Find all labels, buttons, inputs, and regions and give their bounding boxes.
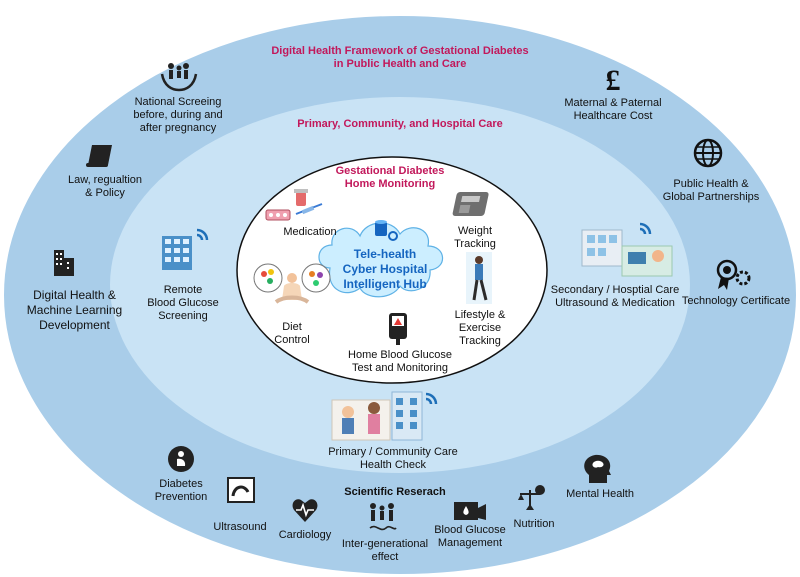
label-law-policy: Law, regualtion & Policy <box>68 174 142 199</box>
pound-icon: £ <box>606 64 621 97</box>
brain-head-icon <box>584 454 611 483</box>
label-lifestyle-exercise: Lifestyle & Exercise Tracking <box>454 309 506 347</box>
certificate-gear-icon <box>716 259 751 290</box>
label-intergenerational: Inter-generational effect <box>341 538 429 563</box>
remote-hospital-wifi-icon <box>162 228 209 270</box>
middle-title: Primary, Community, and Hospital Care <box>297 118 503 130</box>
label-secondary-care: Secondary / Hosptial Care Ultrasound & M… <box>550 284 680 309</box>
label-weight-tracking: Weight Tracking <box>454 225 496 250</box>
label-cardiology: Cardiology <box>278 529 332 541</box>
outer-title: Digital Health Framework of Gestational … <box>271 45 529 70</box>
blood-drop-icon <box>454 502 486 520</box>
scale-apple-icon <box>518 485 545 510</box>
globe-icon <box>693 138 723 168</box>
label-mental-health: Mental Health <box>566 488 634 500</box>
label-primary-care: Primary / Community Care Health Check <box>328 446 458 471</box>
diet-meditation-icon <box>253 263 331 304</box>
scroll-icon <box>86 145 112 167</box>
label-medication: Medication <box>283 226 337 238</box>
family-dna-icon <box>369 503 397 531</box>
label-diet-control: Diet Control <box>274 321 310 346</box>
ultrasound-icon <box>227 477 255 503</box>
label-ultrasound: Ultrasound <box>213 521 267 533</box>
label-home-glucose: Home Blood Glucose Test and Monitoring <box>348 349 452 374</box>
label-remote-screening: Remote Blood Glucose Screening <box>147 284 219 322</box>
scale-weight-icon <box>452 192 489 216</box>
label-digital-ml: Digital Health & Machine Learning Develo… <box>26 288 123 332</box>
label-scientific-research: Scientific Reserach <box>344 486 446 498</box>
pregnancy-icon <box>168 446 194 472</box>
label-healthcare-cost: Maternal & Paternal Healthcare Cost <box>564 97 662 122</box>
heart-pulse-icon <box>292 499 318 522</box>
label-technology-certificate: Technology Certificate <box>681 295 791 307</box>
medication-icon <box>265 189 323 221</box>
buildings-icon <box>54 250 74 276</box>
database-icon <box>375 220 398 241</box>
label-blood-glucose-management: Blood Glucose Management <box>434 524 506 549</box>
glucose-meter-icon <box>389 313 407 345</box>
exercise-icon <box>466 252 492 304</box>
label-public-health: Public Health & Global Partnerships <box>662 178 760 203</box>
label-national-screening: National Screeing before, during and aft… <box>133 96 223 134</box>
hospital-care-scene-icon <box>581 222 673 277</box>
inner-title: Gestational Diabetes Home Monitoring <box>335 165 445 190</box>
label-diabetes-prevention: Diabetes Prevention <box>154 478 208 503</box>
hub-label: Tele-health Cyber Hospital Intelligent H… <box>342 247 428 291</box>
hub-cloud <box>318 222 444 298</box>
label-nutrition: Nutrition <box>513 518 555 530</box>
family-hands-icon <box>160 63 198 92</box>
community-care-scene-icon <box>331 391 438 441</box>
